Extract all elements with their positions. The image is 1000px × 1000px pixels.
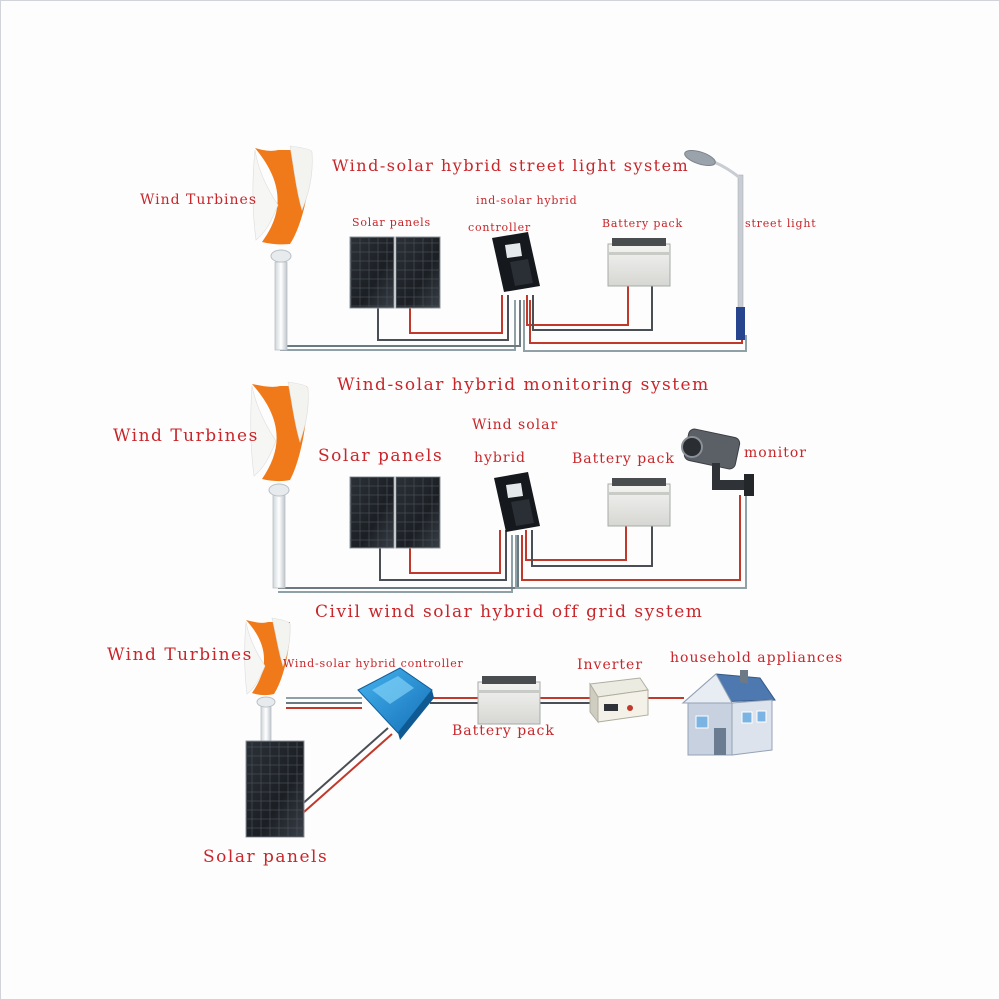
battery-pack-label-1: Battery pack	[602, 217, 683, 230]
controller-label-3: Wind-solar hybrid controller	[283, 657, 464, 670]
off-grid-section	[244, 617, 776, 838]
monitor-label: monitor	[744, 445, 807, 461]
wind-turbine-1	[252, 145, 313, 351]
solar-panels-label-3: Solar panels	[203, 847, 329, 867]
blue-hybrid-controller	[357, 667, 434, 740]
monitoring-section	[250, 381, 754, 593]
wind-turbines-label-1: Wind Turbines	[140, 192, 258, 208]
controller-label-line2: controller	[468, 221, 531, 234]
hybrid-controller-2	[494, 472, 540, 532]
wind-turbines-label-2: Wind Turbines	[113, 426, 259, 446]
hybrid-controller-1	[492, 232, 540, 292]
inverter-label: Inverter	[577, 657, 644, 673]
battery-pack-2	[607, 478, 671, 527]
security-camera	[681, 428, 754, 496]
battery-pack-label-3: Battery pack	[452, 723, 555, 739]
wind-turbines-label-3: Wind Turbines	[107, 645, 253, 665]
house-icon	[681, 670, 776, 756]
street-light-1	[684, 149, 745, 340]
street-light-system-title: Wind-solar hybrid street light system	[332, 156, 690, 175]
street-light-section	[252, 145, 747, 352]
wind-turbine-2	[250, 381, 309, 589]
hybrid-label-line2: hybrid	[474, 450, 527, 466]
solar-panels-label-2: Solar panels	[318, 446, 444, 466]
wind-turbine-3	[244, 617, 291, 747]
battery-pack-3	[477, 676, 541, 725]
off-grid-system-title: Civil wind solar hybrid off grid system	[315, 602, 704, 622]
hybrid-label-line1: Wind solar	[472, 417, 559, 433]
street-light-label: street light	[745, 217, 817, 230]
solar-panels-label-1: Solar panels	[352, 216, 431, 229]
solar-panel-3	[245, 740, 305, 838]
solar-panels-1	[349, 236, 441, 309]
inverter-unit	[589, 677, 649, 724]
controller-label-line1: ind-solar hybrid	[476, 194, 578, 207]
solar-panels-2	[349, 476, 441, 549]
monitoring-system-title: Wind-solar hybrid monitoring system	[337, 375, 710, 395]
battery-pack-1	[607, 238, 671, 287]
battery-pack-label-2: Battery pack	[572, 451, 675, 467]
household-appliances-label: household appliances	[670, 650, 844, 666]
